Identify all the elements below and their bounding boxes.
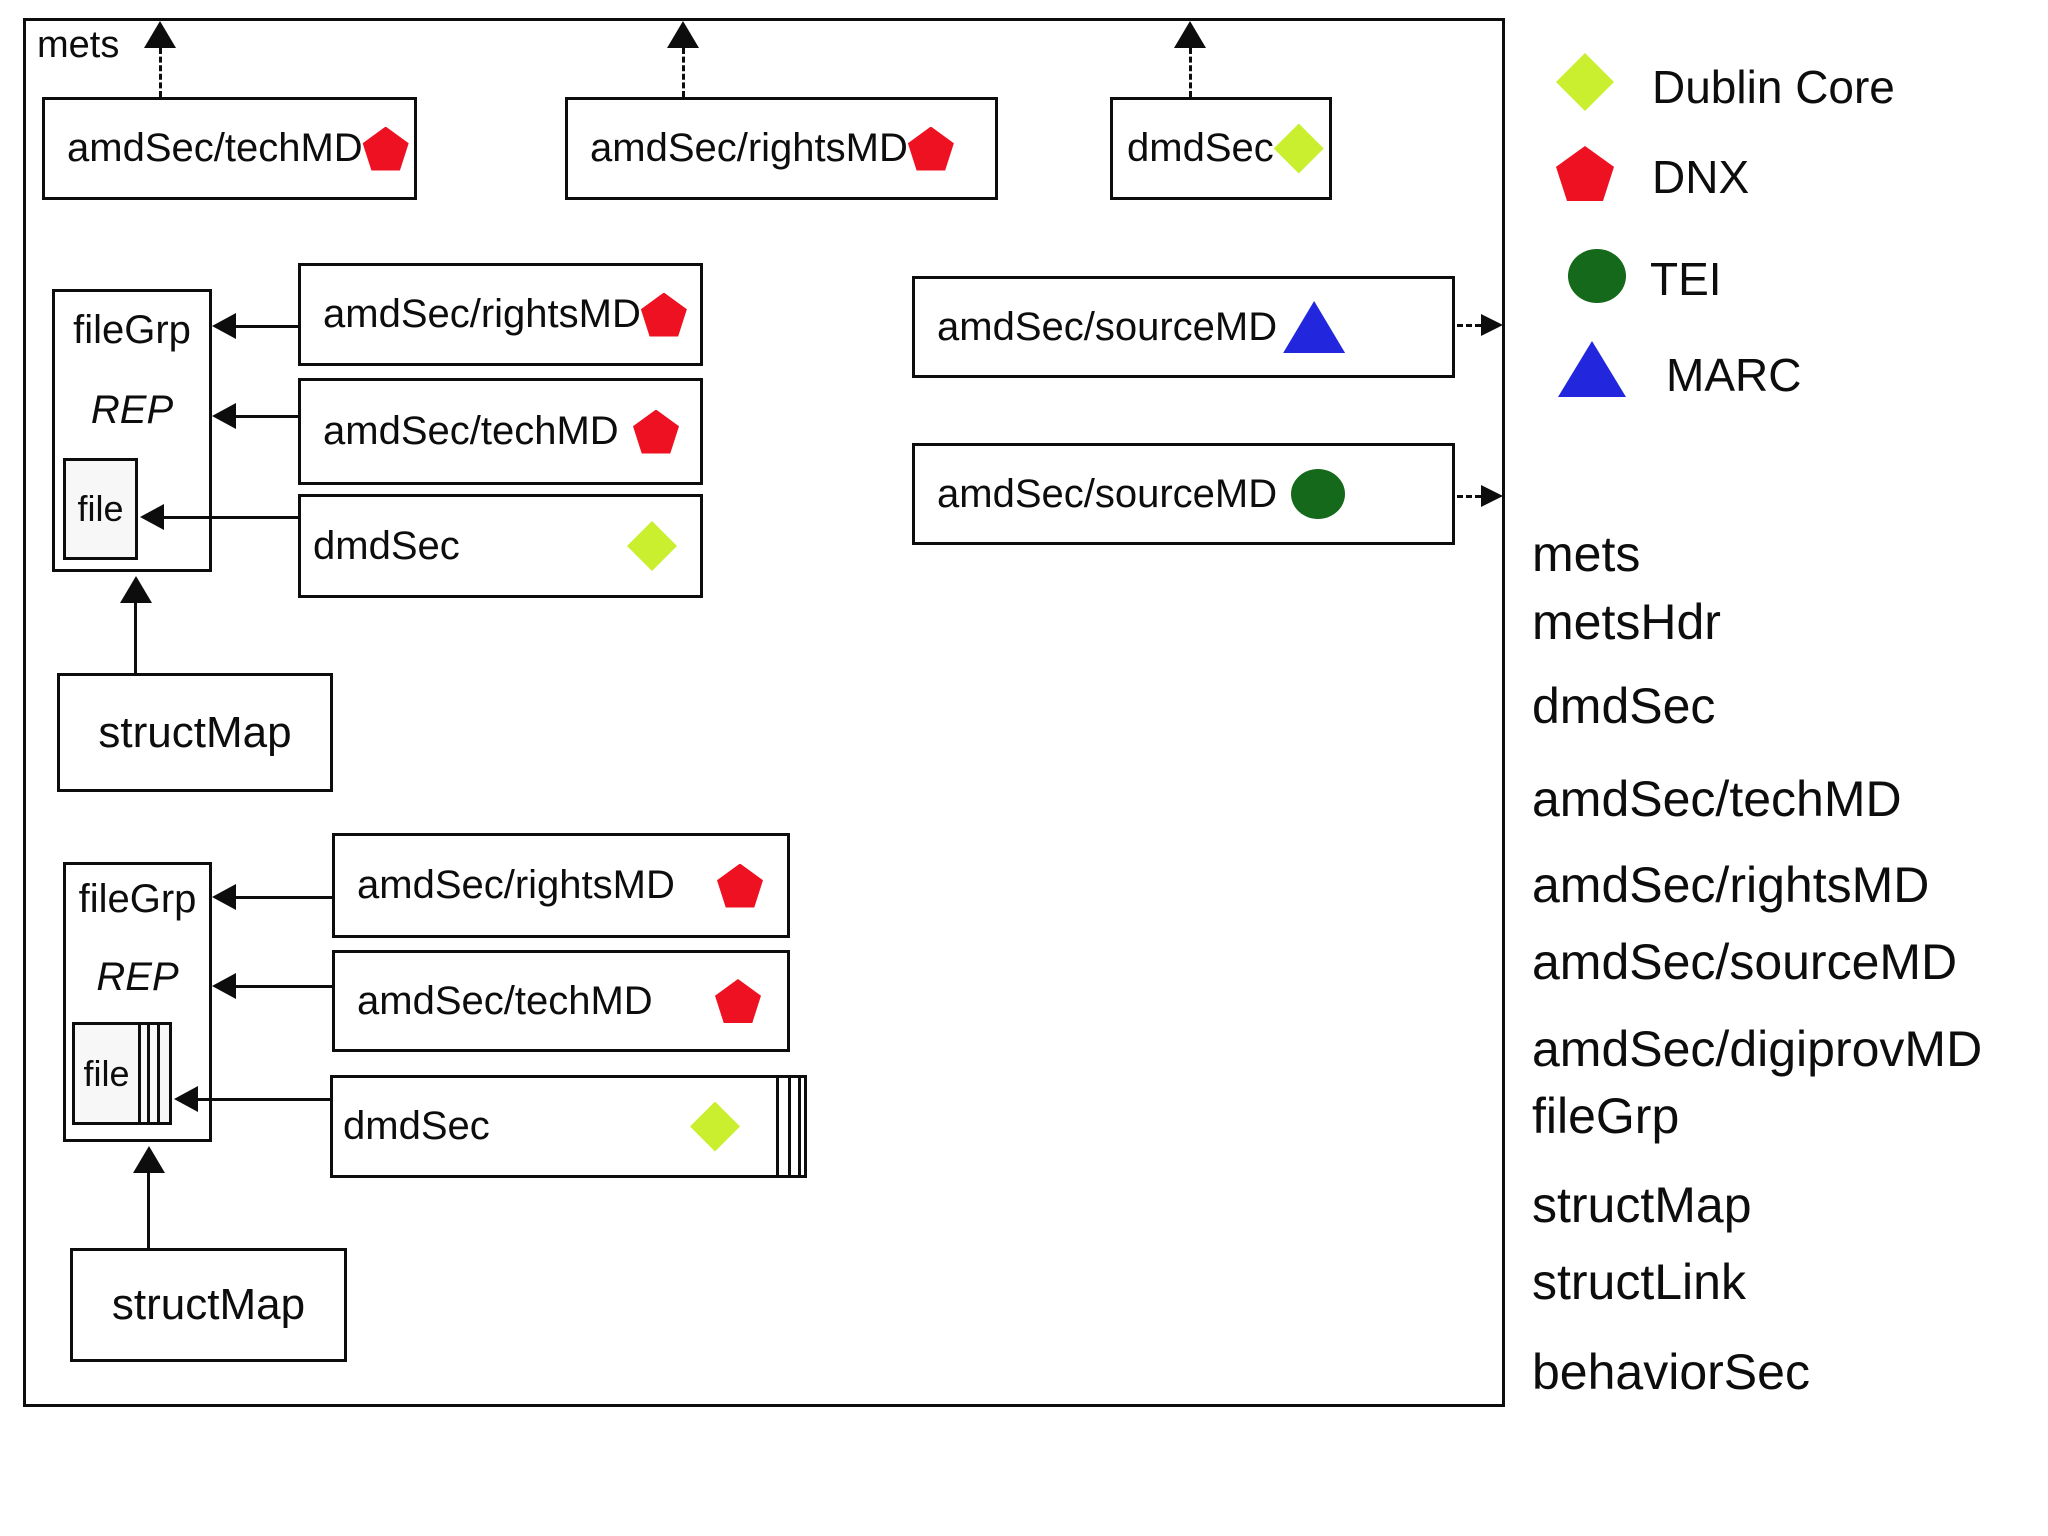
legend-label-dnx: DNX	[1652, 151, 1750, 203]
box-amdsec-techmd-mid: amdSec/techMD	[298, 378, 703, 485]
box-dmdsec-top: dmdSec	[1110, 97, 1332, 200]
dnx-pentagon-icon	[633, 409, 679, 454]
marc-triangle-icon	[1283, 301, 1346, 353]
arrowhead-left-icon	[212, 884, 236, 910]
dnx-pentagon-icon	[362, 126, 409, 171]
file-box-upper: file	[63, 458, 138, 560]
box-dmdsec-mid: dmdSec	[298, 494, 703, 598]
box-amdsec-rightsmd-mid: amdSec/rightsMD	[298, 263, 703, 366]
box-amdsec-rightsmd-low: amdSec/rightsMD	[332, 833, 790, 938]
box-label: dmdSec	[313, 523, 460, 568]
legend-label-dublin-core: Dublin Core	[1652, 61, 1895, 113]
list-item-metshdr: metsHdr	[1532, 594, 1721, 650]
arrowhead-left-icon	[212, 403, 236, 429]
connector-line	[147, 1173, 150, 1248]
connector-line	[134, 603, 137, 673]
mets-container-label: mets	[37, 24, 120, 66]
filegrp-title: fileGrp	[78, 877, 197, 921]
stack-line	[788, 1078, 791, 1175]
arrowhead-left-icon	[140, 504, 164, 530]
box-label: amdSec/rightsMD	[590, 126, 908, 170]
box-amdsec-sourcemd-marc: amdSec/sourceMD	[912, 276, 1455, 378]
file-label: file	[77, 488, 124, 529]
dashed-connector	[1189, 48, 1192, 97]
dublin-core-diamond-icon	[1273, 123, 1324, 174]
box-amdsec-sourcemd-tei: amdSec/sourceMD	[912, 443, 1455, 545]
stack-line	[147, 1025, 150, 1122]
arrowhead-up-icon	[133, 1146, 165, 1173]
list-item-amdsec-digiprovmd: amdSec/digiprovMD	[1532, 1021, 1983, 1077]
list-item-behaviorsec: behaviorSec	[1532, 1344, 1810, 1400]
filegrp-title: fileGrp	[73, 308, 191, 352]
box-label: amdSec/techMD	[67, 126, 363, 170]
box-label: dmdSec	[1127, 126, 1274, 170]
structmap-upper-box: structMap	[57, 673, 333, 792]
file-label: file	[75, 1025, 141, 1122]
dashed-connector	[682, 48, 685, 97]
list-item-amdsec-rightsmd: amdSec/rightsMD	[1532, 857, 1930, 913]
connector-line	[236, 985, 332, 988]
list-item-amdsec-sourcemd: amdSec/sourceMD	[1532, 934, 1958, 990]
box-label: amdSec/rightsMD	[323, 292, 641, 336]
structmap-label: structMap	[111, 1280, 306, 1329]
list-item-structmap: structMap	[1532, 1177, 1752, 1233]
dashed-connector	[1457, 324, 1481, 327]
list-item-amdsec-techmd: amdSec/techMD	[1532, 771, 1902, 827]
arrowhead-right-icon	[1481, 485, 1503, 507]
box-label: amdSec/rightsMD	[357, 863, 675, 907]
list-item-mets: mets	[1532, 526, 1641, 582]
dashed-connector	[1457, 495, 1481, 498]
box-label: amdSec/techMD	[357, 978, 653, 1023]
filegrp-rep-label: REP	[96, 955, 179, 999]
dublin-core-diamond-icon	[627, 521, 677, 571]
stack-line	[798, 1078, 801, 1175]
box-dmdsec-low: dmdSec	[330, 1075, 807, 1178]
box-label: amdSec/techMD	[323, 409, 619, 453]
connector-line	[164, 516, 298, 519]
dnx-pentagon-icon	[640, 292, 687, 337]
dnx-pentagon-icon	[715, 979, 761, 1023]
tei-circle-icon	[1291, 469, 1346, 519]
arrowhead-up-icon	[1174, 21, 1206, 48]
box-amdsec-techmd-low: amdSec/techMD	[332, 950, 790, 1052]
connector-line	[236, 325, 298, 328]
arrowhead-left-icon	[174, 1086, 198, 1112]
box-label: dmdSec	[343, 1104, 490, 1148]
arrowhead-up-icon	[144, 21, 176, 48]
connector-line	[236, 415, 298, 418]
list-item-filegrp: fileGrp	[1532, 1088, 1680, 1144]
box-amdsec-techmd-top: amdSec/techMD	[42, 97, 417, 200]
connector-line	[198, 1098, 330, 1101]
list-item-dmdsec: dmdSec	[1532, 678, 1716, 734]
box-label: amdSec/sourceMD	[937, 471, 1278, 516]
dashed-connector	[159, 48, 162, 97]
box-amdsec-rightsmd-top: amdSec/rightsMD	[565, 97, 998, 200]
arrowhead-right-icon	[1481, 314, 1503, 336]
arrowhead-up-icon	[120, 576, 152, 603]
legend-label-marc: MARC	[1666, 349, 1802, 401]
box-label: amdSec/sourceMD	[937, 304, 1278, 349]
legend-label-tei: TEI	[1650, 253, 1722, 305]
dnx-pentagon-icon	[907, 126, 954, 171]
file-stack-box-lower: file	[72, 1022, 172, 1125]
arrowhead-up-icon	[667, 21, 699, 48]
stack-line	[157, 1025, 160, 1122]
dnx-pentagon-icon	[1556, 146, 1614, 201]
structmap-lower-box: structMap	[70, 1248, 347, 1362]
list-item-structlink: structLink	[1532, 1254, 1746, 1310]
tei-circle-icon	[1568, 249, 1626, 303]
marc-triangle-icon	[1558, 341, 1626, 397]
stack-line	[776, 1078, 779, 1175]
dnx-pentagon-icon	[717, 863, 763, 908]
dublin-core-diamond-icon	[1556, 53, 1614, 111]
connector-line	[236, 896, 332, 899]
arrowhead-left-icon	[212, 313, 236, 339]
arrowhead-left-icon	[212, 973, 236, 999]
filegrp-rep-label: REP	[90, 388, 174, 432]
structmap-label: structMap	[98, 707, 292, 757]
dublin-core-diamond-icon	[690, 1101, 740, 1152]
